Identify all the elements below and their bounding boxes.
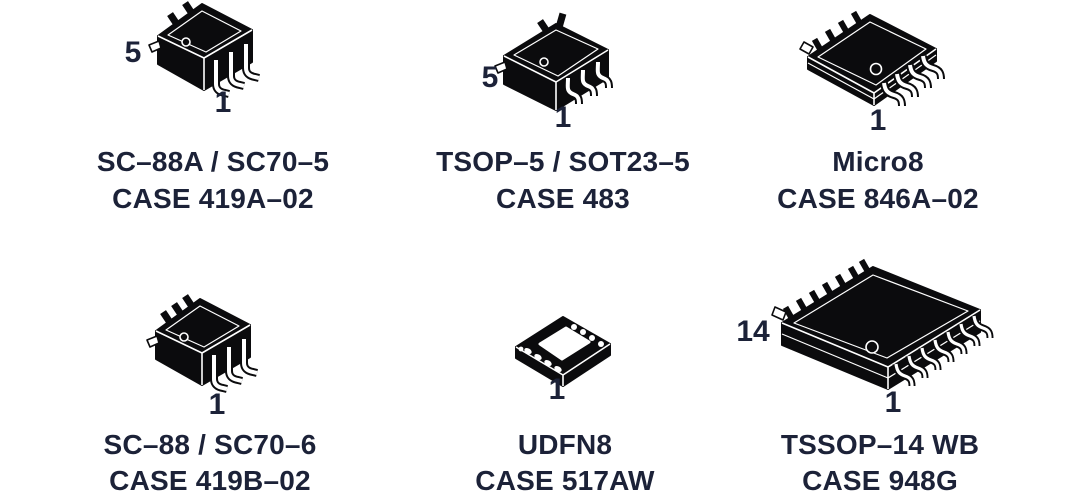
pin-first-label: 1 (869, 104, 887, 137)
pin-first-label: 1 (548, 373, 566, 406)
pin-first-label: 1 (884, 386, 902, 419)
udfn8-package-illustration-icon (515, 316, 611, 387)
package-case-caption: CASE 483 (496, 183, 630, 214)
package-case-caption: CASE 419B–02 (109, 465, 311, 494)
package-case-caption: CASE 948G (802, 465, 958, 494)
sot-5-package-illustration-icon (148, 1, 260, 98)
package-name-caption: Micro8 (832, 146, 924, 177)
tssop-14-package-illustration-icon (771, 258, 994, 390)
pin-last-label: 14 (736, 315, 770, 348)
pin-last-label: 5 (124, 36, 142, 69)
pin-first-label: 1 (554, 101, 572, 134)
package-case-caption: CASE 846A–02 (777, 183, 979, 214)
package-name-caption: SC–88A / SC70–5 (96, 146, 330, 177)
package-name-caption: UDFN8 (517, 429, 613, 460)
sot-6-package-illustration-icon (146, 294, 258, 393)
package-name-caption: SC–88 / SC70–6 (103, 429, 317, 460)
pin-last-label: 5 (481, 61, 499, 94)
package-case-caption: CASE 517AW (475, 465, 655, 494)
package-case-caption: CASE 419A–02 (112, 183, 314, 214)
pin-first-label: 1 (208, 388, 226, 421)
package-name-caption: TSSOP–14 WB (780, 429, 980, 460)
package-name-caption: TSOP–5 / SOT23–5 (436, 146, 690, 177)
pin-first-label: 1 (214, 86, 232, 119)
tsop-5-package-illustration-icon (494, 12, 613, 111)
micro8-package-illustration-icon (799, 10, 945, 107)
